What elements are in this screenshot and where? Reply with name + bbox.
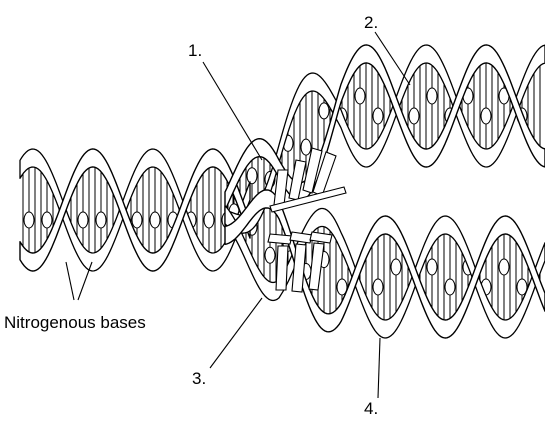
nitrogenous-base [301,139,311,155]
label-1: 1. [188,41,202,60]
label-nitrogenous-bases: Nitrogenous bases [4,313,146,332]
nitrogenous-base [409,108,419,124]
nitrogenous-base [78,212,88,228]
nitrogenous-base [265,247,275,263]
nitrogenous-base [373,279,383,295]
label-3: 3. [192,369,206,388]
nitrogenous-base [150,212,160,228]
leader-line-bases-b [78,262,92,300]
nitrogenous-base [427,88,437,104]
nitrogenous-base [24,212,34,228]
nitrogenous-base [373,108,383,124]
nitrogenous-base [445,279,455,295]
leader-line-3 [210,298,262,368]
free-base [310,232,332,243]
nitrogenous-base [319,103,329,119]
nitrogenous-base [42,212,52,228]
nitrogenous-base [499,259,509,275]
label-4: 4. [364,399,378,418]
label-2: 2. [364,13,378,32]
nitrogenous-base [427,259,437,275]
nitrogenous-base [247,168,257,184]
nitrogenous-base [481,108,491,124]
free-bases-upper [270,148,346,212]
free-base [268,234,292,244]
nitrogenous-base [96,212,106,228]
nitrogenous-base [355,88,365,104]
nitrogenous-base [391,259,401,275]
nitrogenous-base [132,212,142,228]
free-base [276,246,288,290]
leader-line-1 [203,62,262,160]
nitrogenous-base [204,212,214,228]
leader-line-bases-a [66,262,74,300]
leader-line-4 [378,338,380,398]
